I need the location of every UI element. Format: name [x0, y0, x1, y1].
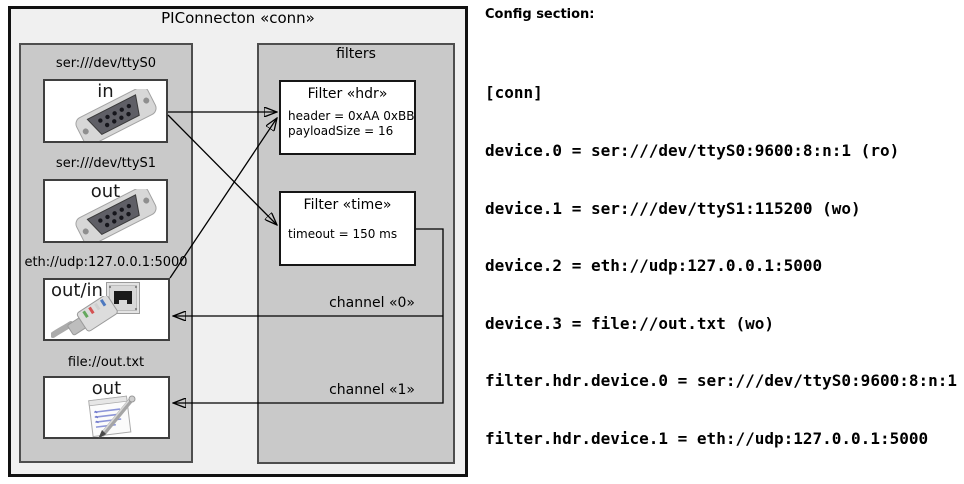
channel-1-label: channel «1»	[329, 382, 415, 398]
filter-time-attributes: timeout = 150 ms	[288, 227, 412, 242]
filter-hdr-box: Filter «hdr» header = 0xAA 0xBB payloadS…	[279, 80, 416, 155]
serial-connector-icon	[75, 89, 157, 141]
filter-hdr-attributes: header = 0xAA 0xBB payloadSize = 16	[288, 109, 415, 139]
filter-hdr-title: Filter «hdr»	[307, 86, 388, 102]
device-box-eth: out/in	[43, 278, 170, 341]
config-section-heading: Config section:	[485, 7, 595, 22]
device-direction: in	[97, 81, 114, 102]
device-label-ttys1: ser:///dev/ttyS1	[55, 156, 157, 171]
notepad-icon	[88, 395, 136, 439]
config-text: [conn] device.0 = ser:///dev/ttyS0:9600:…	[485, 45, 964, 484]
config-line: filter.hdr.device.1 = eth://udp:127.0.0.…	[485, 429, 929, 449]
device-label-eth: eth://udp:127.0.0.1:5000	[24, 255, 188, 270]
device-label-ttys0: ser:///dev/ttyS0	[55, 56, 157, 71]
filter-time-title: Filter «time»	[303, 197, 392, 213]
filter-time-box: Filter «time» timeout = 150 ms	[279, 191, 416, 266]
filter-attribute: header = 0xAA 0xBB	[288, 109, 415, 123]
device-label-file: file://out.txt	[67, 355, 145, 370]
config-line: device.0 = ser:///dev/ttyS0:9600:8:n:1 (…	[485, 141, 900, 161]
config-line: device.2 = eth://udp:127.0.0.1:5000	[485, 256, 823, 276]
device-direction: out/in	[51, 280, 103, 301]
filter-attribute: payloadSize = 16	[288, 124, 394, 138]
diagram-title: PIConnecton «conn»	[161, 9, 315, 27]
config-line: filter.hdr.device.0 = ser:///dev/ttyS0:9…	[485, 371, 958, 391]
filters-panel-title: filters	[336, 46, 376, 62]
serial-connector-icon	[75, 189, 157, 241]
config-line: device.1 = ser:///dev/ttyS1:115200 (wo)	[485, 198, 861, 218]
pencil-icon	[98, 395, 136, 439]
ethernet-cable-icon	[51, 296, 118, 338]
config-line: [conn]	[485, 83, 543, 103]
device-direction: out	[90, 181, 121, 202]
device-box-file: out	[43, 376, 170, 439]
device-box-ttys1: out	[43, 179, 168, 243]
channel-0-label: channel «0»	[329, 295, 415, 311]
device-direction: out	[91, 378, 122, 399]
filter-attribute: timeout = 150 ms	[288, 227, 398, 241]
config-line: device.3 = file://out.txt (wo)	[485, 313, 774, 333]
device-box-ttys0: in	[43, 79, 168, 143]
